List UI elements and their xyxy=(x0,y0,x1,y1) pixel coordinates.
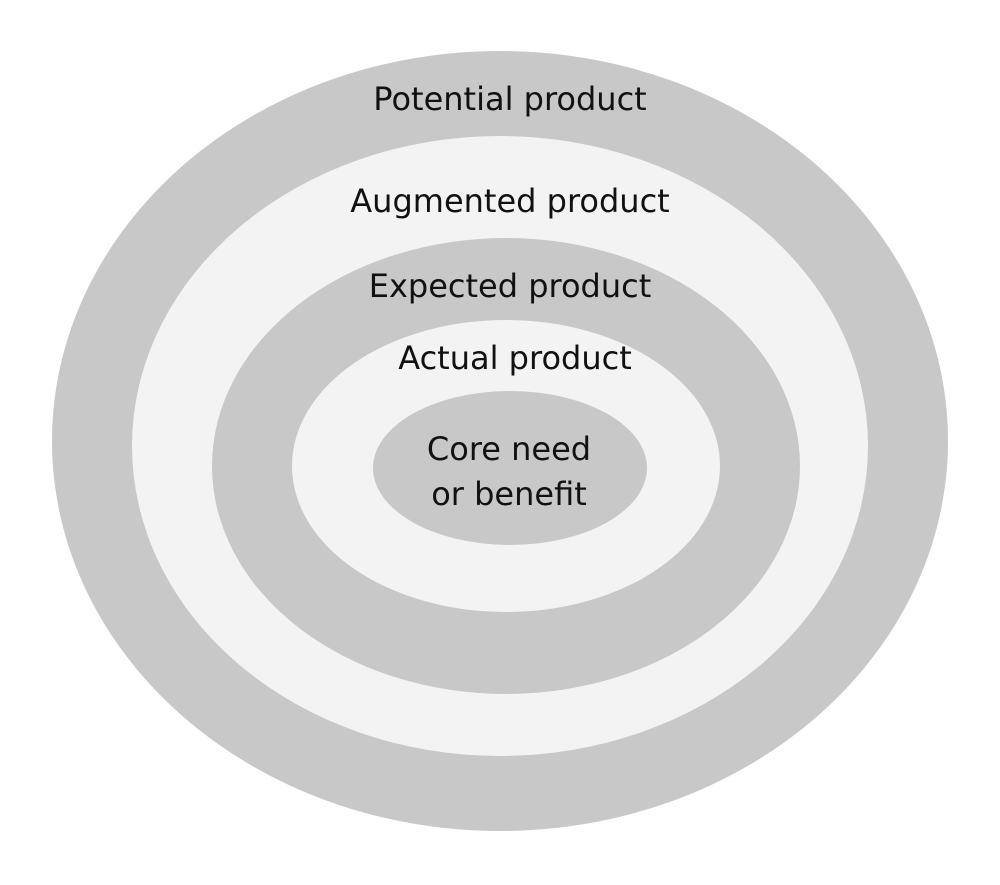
core-need-label-line-2: or benefit xyxy=(431,475,587,513)
potential-product-label: Potential product xyxy=(373,80,646,118)
core-need-center xyxy=(373,391,647,545)
actual-product-label: Actual product xyxy=(398,339,632,377)
augmented-product-label: Augmented product xyxy=(350,182,669,220)
expected-product-label: Expected product xyxy=(369,267,652,305)
core-need-label-line-1: Core need xyxy=(427,430,591,468)
